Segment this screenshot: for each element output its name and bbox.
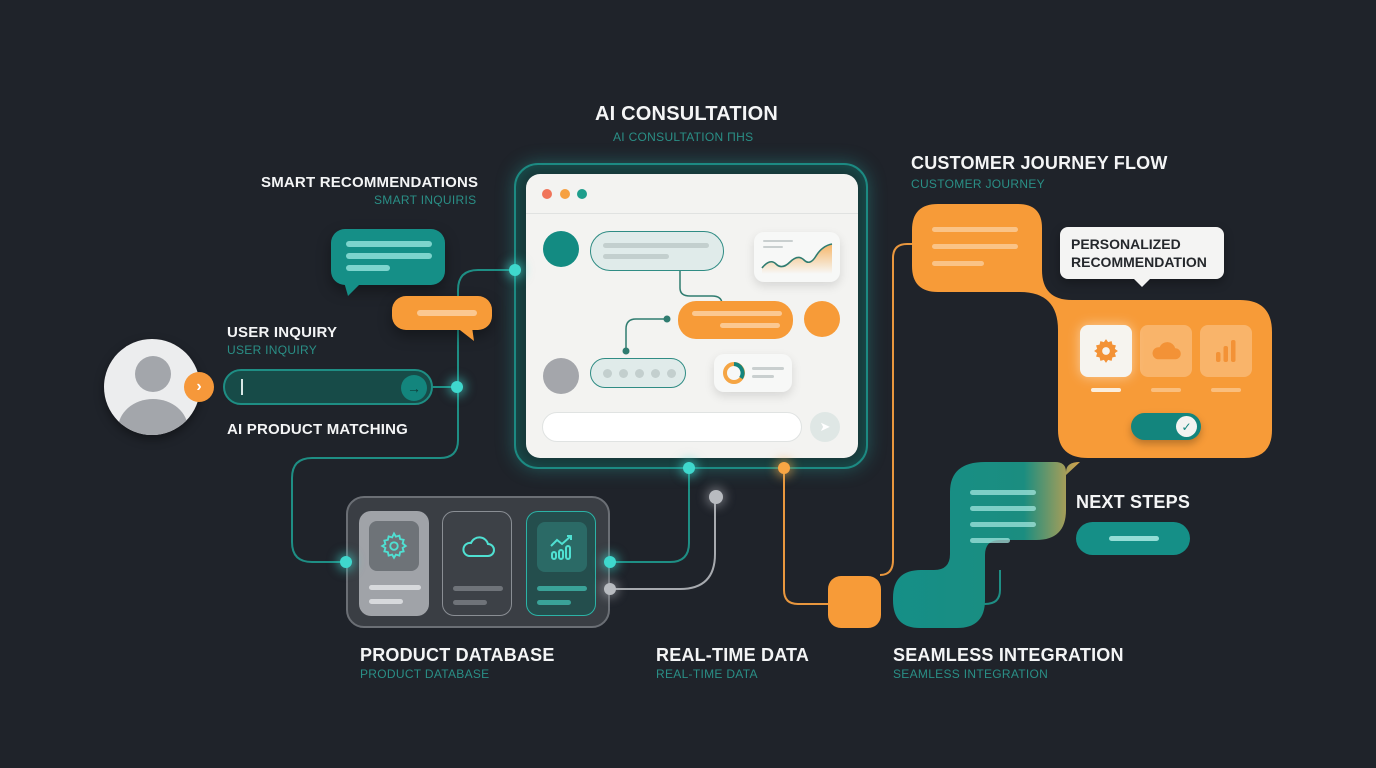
next-steps-title: NEXT STEPS [1076,492,1191,512]
gear-icon [369,521,419,571]
consultation-window: ➤ [526,174,858,458]
customer-journey-subtitle: CUSTOMER JOURNEY [911,177,1045,191]
customer-journey-title: CUSTOMER JOURNEY FLOW [911,153,1168,173]
db-card-analytics[interactable] [526,511,596,616]
donut-chart-icon [723,362,745,384]
node-dot [451,381,463,393]
user-inquiry-subtitle: USER INQUIRY [227,343,318,357]
integration-bubble-line [970,506,1036,511]
typing-avatar [543,358,579,394]
ai-consultation-title: AI CONSULTATION [595,103,778,125]
check-icon: ✓ [1176,416,1197,437]
product-database-subtitle: PRODUCT DATABASE [360,667,490,681]
node-dot [340,556,352,568]
chevron-right-icon[interactable]: › [184,372,214,402]
chart-up-icon [537,522,587,572]
orange-chat-bubble [392,296,492,330]
message-connectors [622,271,723,355]
smart-recommendations-subtitle: SMART INQUIRIS [374,193,477,207]
node-dot [778,462,790,474]
smart-recommendations-title: SMART RECOMMENDATIONS [261,174,479,191]
chat-input[interactable] [542,412,802,442]
seamless-integration-subtitle: SEAMLESS INTEGRATION [893,667,1049,681]
journey-bubble-line [932,261,984,266]
minimize-dot[interactable] [560,189,570,199]
journey-bubble-line [932,244,1018,249]
bar-chart-icon [1216,340,1236,362]
real-time-data-subtitle: REAL-TIME DATA [656,667,758,681]
window-titlebar [526,174,858,214]
real-time-data-title: REAL-TIME DATA [656,645,810,665]
integration-bubble-line [970,490,1036,495]
teal-bubble-tail [344,282,362,296]
ai-product-matching-title: AI PRODUCT MATCHING [227,421,409,438]
user-inquiry-title: USER INQUIRY [227,324,338,341]
cloud-icon [453,522,503,572]
integration-bubble-line [970,538,1010,543]
gear-icon [1094,339,1118,363]
node-dot [709,490,723,504]
send-icon[interactable]: ➤ [810,412,840,442]
feature-label [1211,388,1241,392]
product-database-panel [346,496,610,628]
avatar-head [135,356,171,392]
product-database-title: PRODUCT DATABASE [360,645,555,665]
close-dot[interactable] [542,189,552,199]
bot-message [590,231,724,271]
next-steps-button[interactable] [1076,522,1190,555]
node-dot [509,264,521,276]
journey-bubble-line [932,227,1018,232]
feature-tile-analytics[interactable] [1200,325,1252,377]
feature-label [1151,388,1181,392]
confirm-toggle[interactable]: ✓ [1131,413,1201,440]
donut-chart-card [714,354,792,392]
user-inquiry-input[interactable]: → [223,369,433,405]
feature-label [1091,388,1121,392]
line-chart-icon [761,243,833,274]
arrow-right-icon[interactable]: → [401,375,427,401]
db-card-cloud[interactable] [442,511,512,616]
node-dot [604,583,616,595]
maximize-dot[interactable] [577,189,587,199]
feature-tile-settings[interactable] [1080,325,1132,377]
typing-indicator [590,358,686,388]
text-caret [241,379,243,395]
trend-chart-card [754,232,840,282]
teal-chat-bubble [331,229,445,285]
node-dot [683,462,695,474]
ai-consultation-subtitle: AI CONSULTATION ΠHS [613,130,754,144]
feature-tile-cloud[interactable] [1140,325,1192,377]
next-steps-button-label [1109,536,1159,541]
user-avatar-small [804,301,840,337]
user-message [678,301,793,339]
integration-bubble-line [970,522,1036,527]
seamless-integration-title: SEAMLESS INTEGRATION [893,645,1124,665]
user-avatar [104,339,200,435]
node-dot [604,556,616,568]
personalized-recommendation-tooltip: PERSONALIZED RECOMMENDATION [1060,227,1224,287]
orange-bubble-tail [456,327,474,341]
cloud-icon [1152,342,1181,360]
bot-avatar [543,231,579,267]
db-card-settings[interactable] [359,511,429,616]
